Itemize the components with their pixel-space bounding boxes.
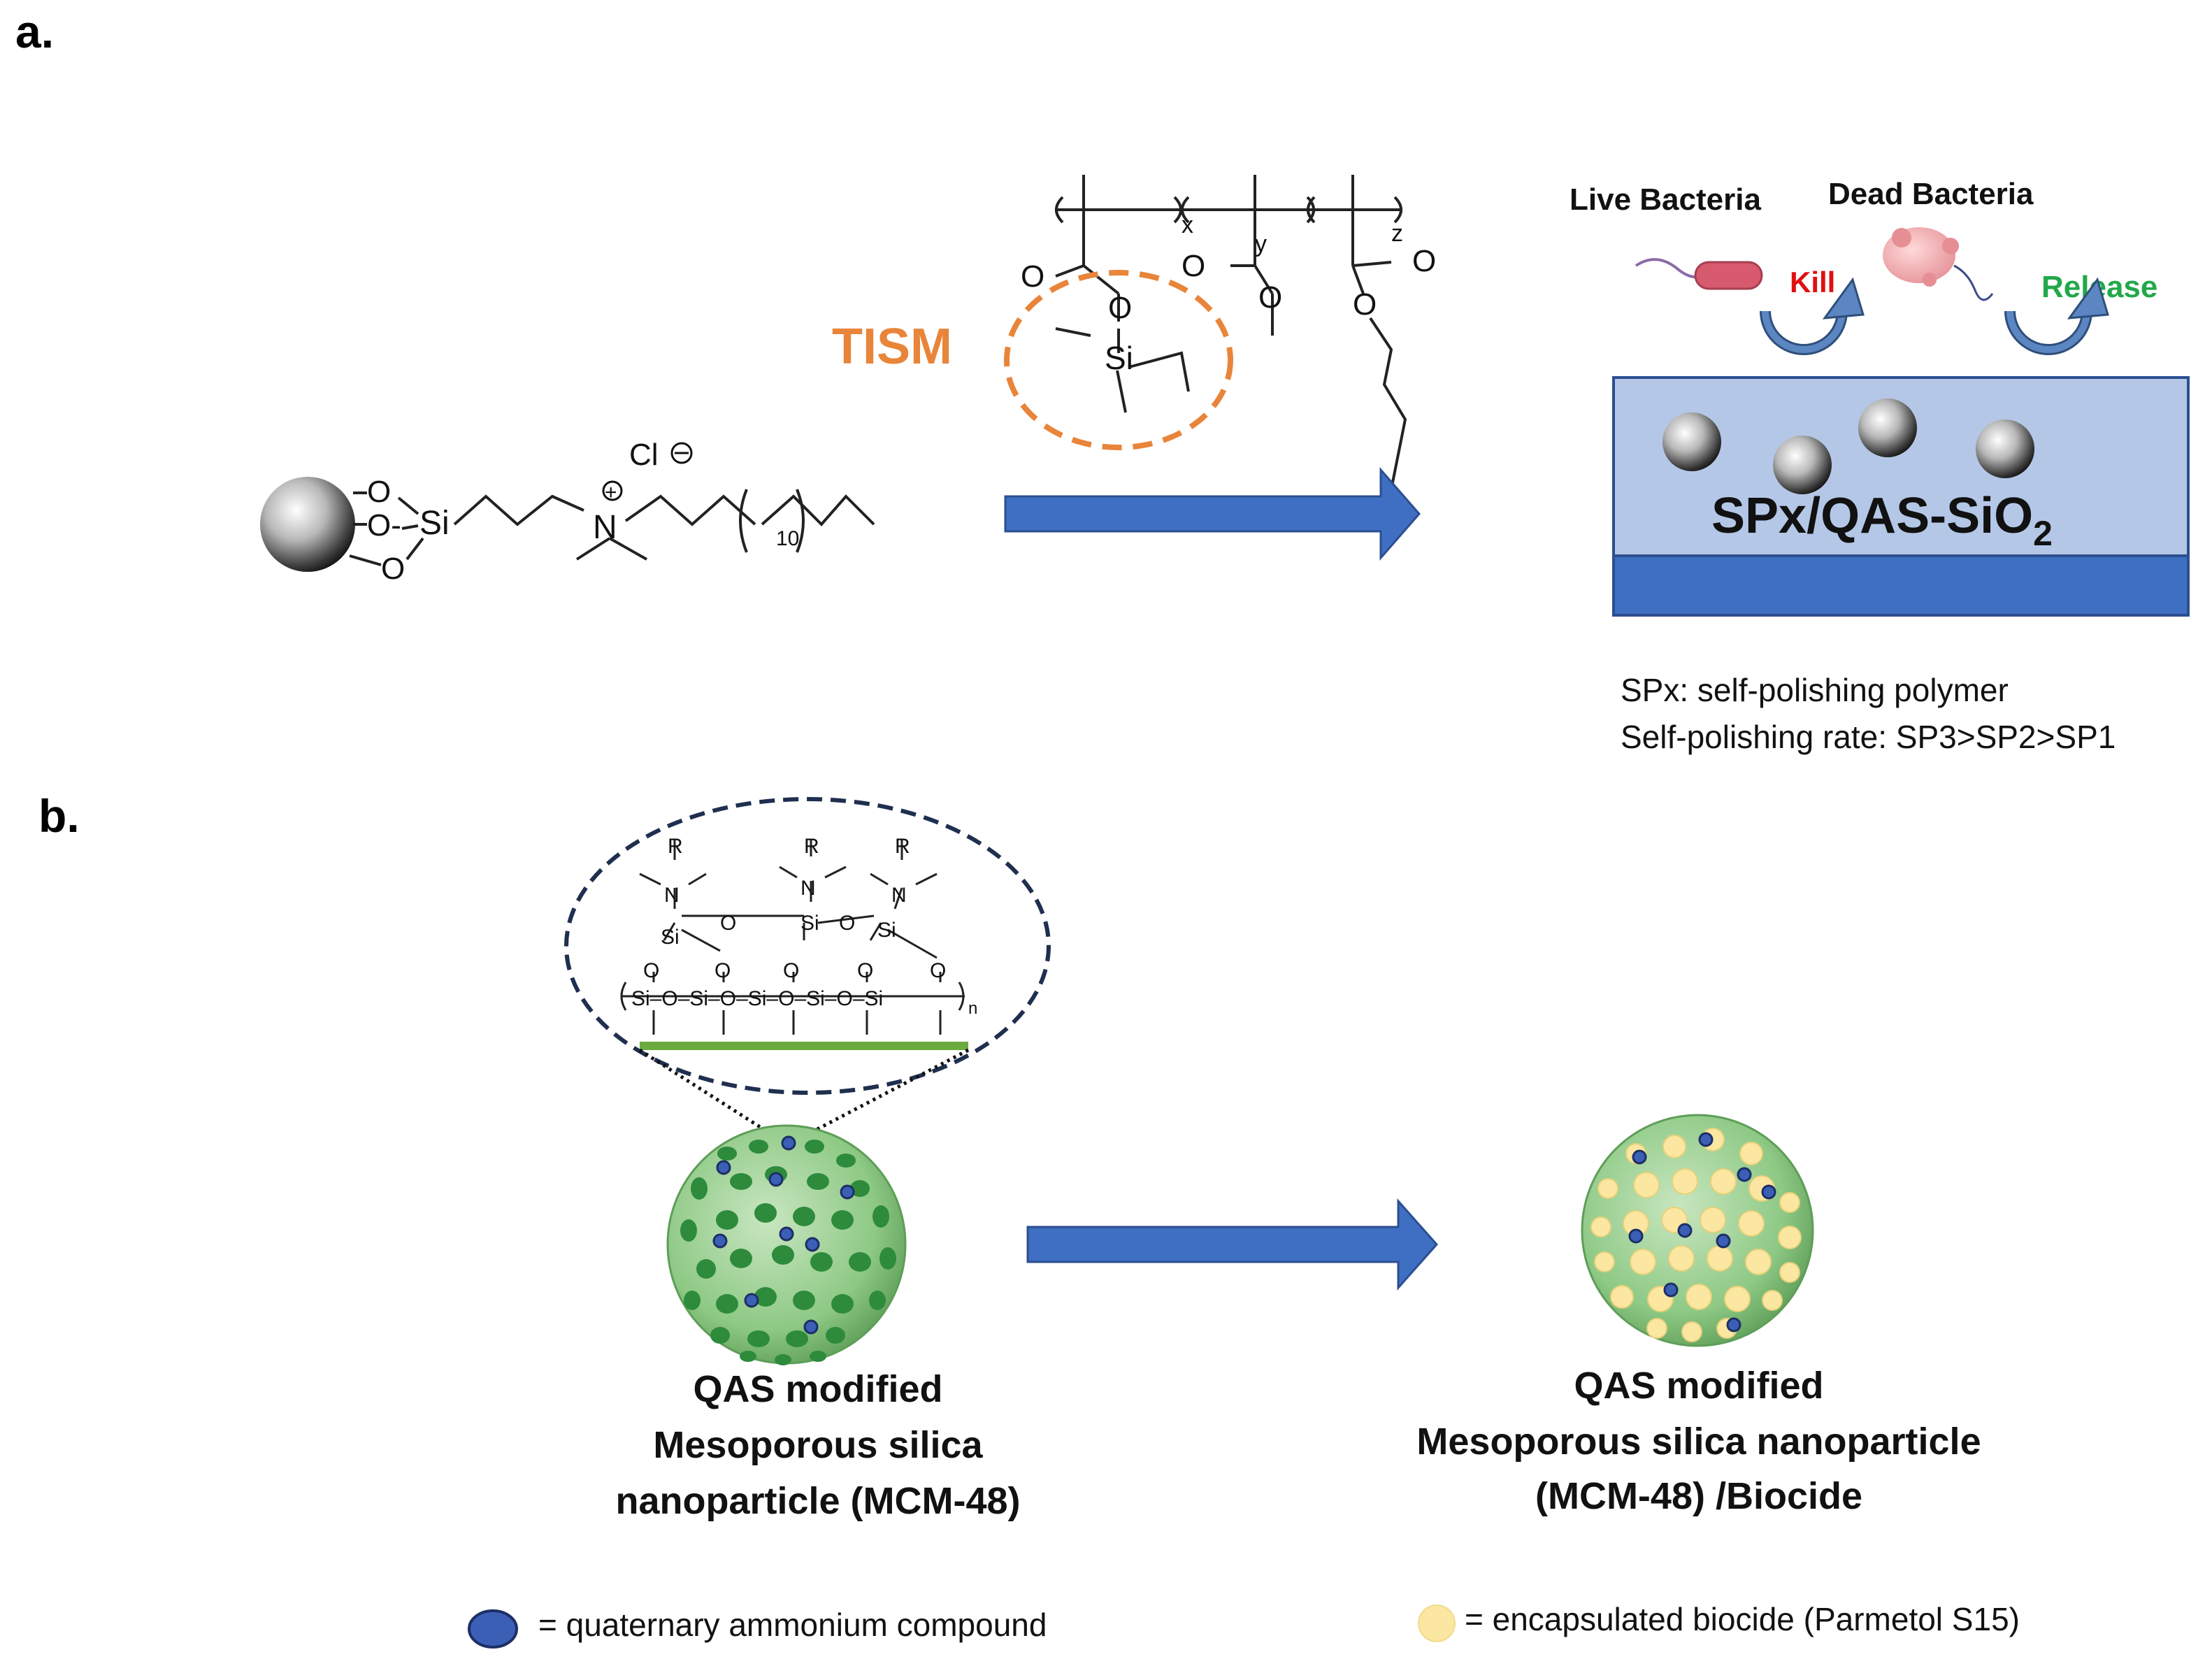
svg-text:N: N bbox=[664, 884, 680, 907]
right-caption-line: QAS modified bbox=[1574, 1365, 1823, 1407]
note-line-2: Self-polishing rate: SP3>SP2>SP1 bbox=[1621, 719, 2116, 755]
svg-text:O: O bbox=[1412, 244, 1436, 278]
svg-text:Si–O–Si–O–Si–O–Si–O–Si: Si–O–Si–O–Si–O–Si–O–Si bbox=[631, 987, 883, 1010]
svg-text:Si: Si bbox=[877, 919, 896, 942]
svg-text:O: O bbox=[714, 959, 731, 982]
left-caption: QAS modified Mesoporous silica nanoparti… bbox=[615, 1368, 1020, 1522]
inset-dashed-ellipse bbox=[564, 797, 1051, 1095]
qac-legend-label: = quaternary ammonium compound bbox=[538, 1607, 1047, 1643]
svg-text:O: O bbox=[1108, 291, 1132, 325]
svg-text:O: O bbox=[783, 959, 799, 982]
release-cycle-arrow bbox=[2004, 277, 2109, 355]
kill-label: Kill bbox=[1790, 266, 1835, 299]
left-caption-line: QAS modified bbox=[693, 1368, 942, 1410]
zoom-line-left bbox=[638, 1048, 784, 1144]
dead-bacteria-label: Dead Bacteria bbox=[1828, 177, 2034, 211]
svg-text:N: N bbox=[891, 884, 907, 907]
svg-text:Si: Si bbox=[800, 912, 819, 935]
left-caption-line: Mesoporous silica bbox=[653, 1424, 983, 1466]
chain-repeat-10: 10 bbox=[776, 527, 799, 550]
live-bacterium-icon bbox=[1635, 258, 1763, 290]
inset-r-group: R bbox=[668, 835, 683, 858]
right-caption-line: (MCM-48) /Biocide bbox=[1535, 1475, 1862, 1517]
coating-particle bbox=[1662, 412, 1721, 471]
tism-label: TISM bbox=[832, 319, 952, 375]
live-bacteria-label: Live Bacteria bbox=[1570, 182, 1761, 217]
svg-text:O: O bbox=[930, 959, 946, 982]
inset-green-bar bbox=[640, 1042, 968, 1050]
coating-label: SPx/QAS-SiO2 bbox=[1711, 488, 2053, 553]
panel-b-label: b. bbox=[38, 790, 80, 842]
silica-particle-a bbox=[260, 477, 355, 572]
svg-text:O: O bbox=[643, 959, 659, 982]
svg-text:N: N bbox=[800, 877, 816, 900]
svg-text:O: O bbox=[720, 912, 736, 935]
tism-dashed-circle bbox=[1004, 270, 1233, 450]
qac-legend-swatch bbox=[468, 1609, 518, 1649]
right-caption: QAS modified Mesoporous silica nanoparti… bbox=[1416, 1365, 1981, 1517]
self-polishing-polymer: O O O O O O Si x y z bbox=[1021, 175, 1436, 490]
right-caption-line: Mesoporous silica nanoparticle bbox=[1416, 1421, 1981, 1463]
qas-silica-molecule: O O- O Si N + Cl 10 bbox=[260, 438, 875, 586]
reaction-arrow-b bbox=[1026, 1198, 1439, 1291]
svg-text:O: O bbox=[367, 475, 391, 509]
svg-text:O: O bbox=[1021, 259, 1044, 294]
panel-a-label: a. bbox=[15, 6, 54, 57]
kill-cycle-arrow bbox=[1760, 277, 1865, 355]
svg-text:O: O bbox=[839, 912, 855, 935]
polymer-z-subscript: z bbox=[1391, 220, 1403, 247]
dead-bacterium-icon bbox=[1883, 227, 1994, 301]
coating-particle bbox=[1858, 398, 1917, 457]
coating-particle bbox=[1976, 419, 2034, 478]
inset-n-subscript: n bbox=[968, 999, 977, 1018]
svg-text:R: R bbox=[895, 835, 910, 858]
svg-text:O: O bbox=[1182, 249, 1205, 283]
svg-text:Si: Si bbox=[419, 505, 450, 542]
qas-mesoporous-nanoparticle bbox=[666, 1124, 907, 1365]
coating-block: SPx/QAS-SiO2 bbox=[1612, 376, 2190, 617]
inset-surface-structure: Si–O–Si–O–Si–O–Si–O–Si O O O O O Si O Si… bbox=[620, 835, 977, 1050]
note-line-1: SPx: self-polishing polymer bbox=[1621, 672, 2009, 708]
biocide-legend-swatch bbox=[1418, 1604, 1456, 1642]
reaction-arrow-a bbox=[1004, 467, 1421, 561]
svg-text:O: O bbox=[381, 552, 405, 586]
svg-text:O: O bbox=[1353, 287, 1377, 322]
svg-text:Si: Si bbox=[661, 926, 680, 949]
svg-text:O: O bbox=[857, 959, 873, 982]
ammonium-n: N bbox=[593, 509, 617, 546]
qas-nanoparticle-biocide bbox=[1581, 1114, 1814, 1347]
left-caption-line: nanoparticle (MCM-48) bbox=[615, 1480, 1020, 1522]
svg-text:R: R bbox=[804, 835, 819, 858]
polymer-y-subscript: y bbox=[1255, 231, 1267, 257]
svg-text:O: O bbox=[1258, 280, 1282, 315]
svg-text:+: + bbox=[605, 481, 617, 504]
chloride-label: Cl bbox=[629, 438, 659, 472]
coating-particle bbox=[1773, 436, 1832, 494]
substrate-layer bbox=[1612, 554, 2190, 617]
zoom-line-right bbox=[792, 1048, 970, 1144]
polymer-x-subscript: x bbox=[1182, 212, 1193, 238]
biocide-legend-label: = encapsulated biocide (Parmetol S15) bbox=[1465, 1601, 2020, 1637]
svg-text:O-: O- bbox=[367, 508, 401, 543]
svg-text:Si: Si bbox=[1105, 340, 1133, 376]
